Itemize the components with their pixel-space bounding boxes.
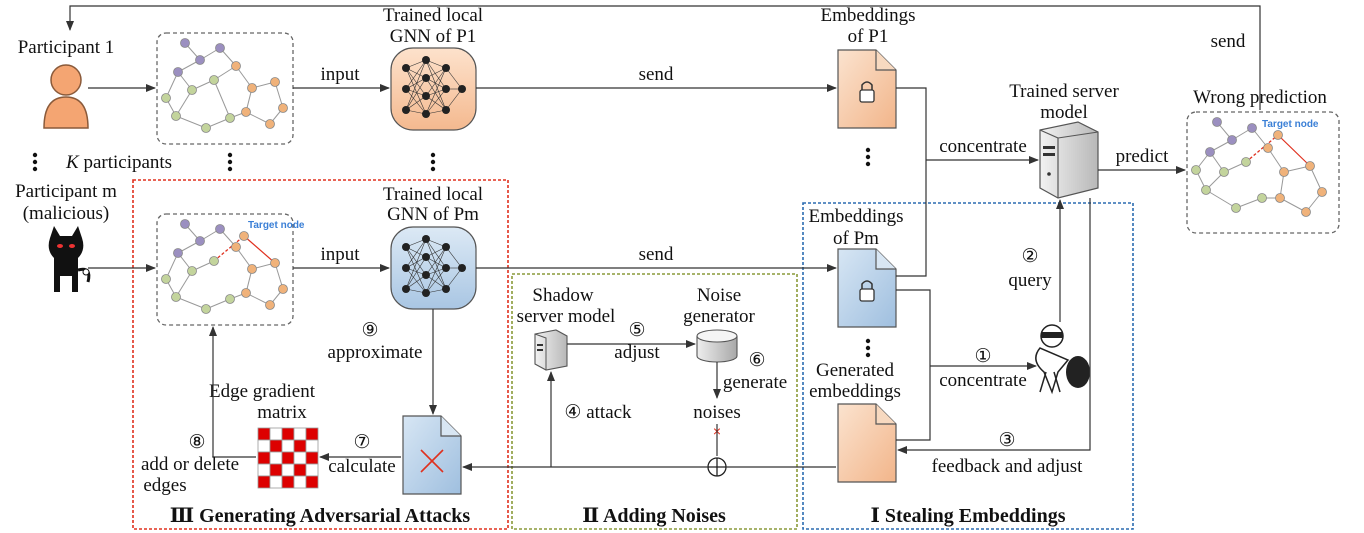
add-delete-num: ⑧ — [188, 432, 205, 453]
ellipsis-left — [32, 152, 38, 172]
graph-pm-red-edge — [243, 235, 276, 264]
attacker-thief-icon — [1035, 324, 1090, 395]
server-label-1: Trained server — [1009, 81, 1119, 102]
generated-embeddings-doc-icon — [837, 403, 897, 483]
predict-label: predict — [1116, 146, 1169, 167]
generated-embeddings-label-2: embeddings — [809, 381, 901, 402]
generated-embeddings-label-1: Generated — [816, 360, 895, 381]
shadow-label-2: server model — [517, 306, 616, 327]
wrong-prediction-added-edge — [1245, 134, 1279, 163]
embeddings-p1-label-2: of P1 — [848, 26, 889, 47]
generate-num: ⑥ — [748, 350, 765, 371]
embeddings-pm-label-1: Embeddings — [809, 206, 904, 227]
section-3-label: Ⅲ Generating Adversarial Attacks — [170, 505, 471, 527]
server-icon — [1039, 121, 1099, 199]
query-text: query — [1008, 270, 1052, 291]
participant-1-person-icon — [43, 64, 89, 129]
wrong-prediction-red-edge — [1277, 134, 1311, 167]
k-participants-label: K participants — [65, 152, 172, 173]
noise-gen-label-1: Noise — [697, 285, 741, 306]
add-delete-text-2: edges — [143, 475, 186, 496]
adjust-num: ⑤ — [628, 320, 645, 341]
noise-gen-label-2: generator — [683, 306, 755, 327]
calculate-num: ⑦ — [353, 432, 370, 453]
attack-label: ④ attack — [564, 402, 632, 423]
k-symbol: K — [65, 152, 80, 173]
ellipsis-embeddings — [865, 147, 871, 167]
wrong-prediction-target-label: Target node — [1262, 119, 1319, 130]
add-delete-text-1: add or delete — [141, 454, 239, 475]
graph-p1-nodes — [161, 38, 288, 133]
section-1-label: Ⅰ Stealing Embeddings — [871, 505, 1066, 527]
feedback-text: feedback and adjust — [932, 456, 1084, 477]
section-3-box — [132, 179, 509, 530]
graph-pm-target-label: Target node — [248, 220, 305, 231]
participant-1-label: Participant 1 — [18, 37, 115, 58]
send-mid-label: send — [639, 244, 674, 265]
edge-gradient-matrix-icon — [257, 427, 319, 489]
adjust-text: adjust — [614, 342, 660, 363]
arrow-send-back — [66, 5, 1261, 110]
arrow-add-delete-edges — [209, 326, 256, 458]
concentrate-1-bracket — [896, 289, 931, 441]
approximation-doc-icon — [402, 415, 462, 495]
concentrate-bracket — [896, 87, 927, 277]
ellipsis-mid — [227, 152, 233, 172]
graph-pm-nodes — [161, 219, 288, 314]
noise-generator-cylinder-icon — [696, 329, 738, 363]
shadow-server-icon — [534, 329, 568, 371]
graph-pm-added-edge — [213, 235, 245, 262]
gnn-p1-label-2: GNN of P1 — [390, 26, 477, 47]
server-label-2: model — [1040, 102, 1088, 123]
feedback-num: ③ — [998, 430, 1015, 451]
section-2-label: Ⅱ Adding Noises — [582, 505, 726, 527]
concentrate-1-text: concentrate — [939, 370, 1027, 391]
embeddings-pm-doc-icon — [837, 248, 897, 328]
graph-pm-box — [156, 213, 294, 326]
ellipsis-gnn — [430, 152, 436, 172]
input-bottom-label: input — [320, 244, 360, 265]
noise-add-operator-icon — [707, 457, 727, 477]
arrow-feedback — [897, 198, 1091, 454]
query-num: ② — [1021, 246, 1038, 267]
approximate-text: approximate — [328, 342, 423, 363]
gnn-pm-label-2: GNN of Pm — [387, 204, 479, 225]
generate-text: generate — [723, 372, 787, 393]
gnn-p1-label-1: Trained local — [383, 5, 483, 26]
edge-matrix-label-1: Edge gradient — [209, 381, 316, 402]
wrong-prediction-nodes — [1191, 117, 1327, 217]
section-1-box — [802, 202, 1134, 530]
embeddings-p1-label-1: Embeddings — [821, 5, 916, 26]
section-2-box — [511, 273, 798, 530]
approximate-num: ⑨ — [361, 320, 378, 341]
noises-label: noises — [693, 402, 741, 423]
participant-m-label-2: (malicious) — [23, 203, 110, 224]
malicious-cat-icon — [48, 226, 91, 292]
gnn-pm-network-icon — [390, 226, 477, 310]
input-top-label: input — [320, 64, 360, 85]
ellipsis-generated — [865, 338, 871, 358]
concentrate-top-label: concentrate — [939, 136, 1027, 157]
shadow-label-1: Shadow — [532, 285, 594, 306]
participant-m-label-1: Participant m — [15, 181, 117, 202]
embeddings-pm-label-2: of Pm — [833, 228, 879, 249]
gnn-pm-label-1: Trained local — [383, 184, 483, 205]
send-top-label: send — [639, 64, 674, 85]
calculate-text: calculate — [328, 456, 396, 477]
gnn-p1-network-icon — [390, 47, 477, 131]
send-back-label: send — [1211, 31, 1246, 52]
embeddings-p1-doc-icon — [837, 49, 897, 129]
k-participants-text: participants — [79, 152, 172, 173]
wrong-prediction-box — [1186, 111, 1340, 234]
edge-matrix-label-2: matrix — [257, 402, 307, 423]
concentrate-1-num: ① — [974, 346, 991, 367]
